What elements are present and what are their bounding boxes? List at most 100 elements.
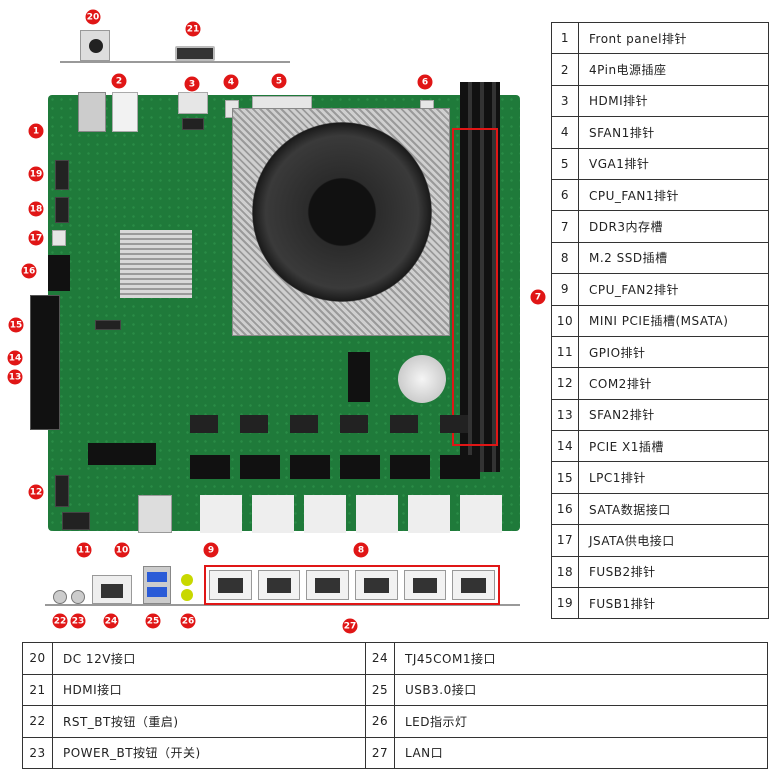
item-label: HDMI接口	[52, 673, 366, 706]
item-label: GPIO排针	[578, 335, 769, 369]
power-button	[71, 590, 85, 604]
item-number: 21	[22, 673, 53, 706]
power-connector	[112, 92, 138, 132]
item-number: 3	[551, 84, 579, 118]
item-label: USB3.0接口	[394, 673, 768, 706]
callout-marker: 15	[7, 316, 25, 334]
item-label: DDR3内存槽	[578, 210, 769, 243]
item-label: FUSB1排针	[578, 587, 769, 620]
callout-marker: 22	[51, 612, 69, 630]
item-number: 1	[551, 21, 579, 55]
item-number: 14	[551, 430, 579, 463]
item-label: RST_BT按钮（重启)	[52, 705, 366, 738]
sata-connector	[48, 255, 70, 291]
item-number: 13	[551, 398, 579, 432]
callout-marker: 18	[27, 200, 45, 218]
callout-marker: 9	[202, 541, 220, 559]
lan-transformers	[190, 455, 480, 479]
item-number: 10	[551, 304, 579, 337]
item-label: LPC1排针	[578, 461, 769, 494]
callout-marker: 3	[183, 75, 201, 93]
callout-marker: 12	[27, 483, 45, 501]
com2-header	[55, 475, 69, 507]
tj45com-port	[92, 575, 132, 604]
led-indicators	[181, 574, 195, 604]
item-number: 2	[551, 53, 579, 86]
item-label: POWER_BT按钮（开关)	[52, 736, 366, 769]
item-label: VGA1排针	[578, 147, 769, 180]
item-number: 25	[365, 673, 395, 706]
lan-ports	[204, 565, 500, 605]
item-label: 4Pin电源插座	[578, 53, 769, 86]
item-number: 8	[551, 241, 579, 275]
item-label: M.2 SSD插槽	[578, 241, 769, 275]
hdmi-port	[175, 46, 215, 61]
usb-onboard	[138, 495, 172, 533]
item-label: TJ45COM1接口	[394, 642, 768, 675]
coin-battery	[398, 355, 446, 403]
callout-marker: 8	[352, 541, 370, 559]
fusb2-header	[55, 197, 69, 223]
callout-marker: 6	[416, 73, 434, 91]
item-label: LED指示灯	[394, 705, 768, 738]
ddr3-slot	[460, 82, 500, 472]
callout-marker: 26	[179, 612, 197, 630]
callout-marker: 5	[270, 72, 288, 90]
item-number: 23	[22, 736, 53, 769]
item-number: 5	[551, 147, 579, 180]
item-label: DC 12V接口	[52, 642, 366, 675]
item-number: 4	[551, 116, 579, 149]
pcie-x1-slot	[30, 295, 60, 430]
callout-marker: 16	[20, 262, 38, 280]
dc-jack-onboard	[78, 92, 106, 132]
rst-button	[53, 590, 67, 604]
callout-marker: 19	[27, 165, 45, 183]
callout-marker: 7	[529, 288, 547, 306]
callout-marker: 24	[102, 612, 120, 630]
callout-marker: 13	[6, 368, 24, 386]
item-number: 22	[22, 705, 53, 738]
callout-marker: 4	[222, 73, 240, 91]
item-label: COM2排针	[578, 367, 769, 400]
callout-marker: 27	[341, 617, 359, 635]
item-number: 20	[22, 642, 53, 675]
callout-marker: 21	[184, 20, 202, 38]
item-number: 27	[365, 736, 395, 769]
item-number: 17	[551, 524, 579, 557]
callout-marker: 2	[110, 72, 128, 90]
small-heatsink	[120, 230, 192, 298]
item-label: SATA数据接口	[578, 492, 769, 526]
item-label: LAN口	[394, 736, 768, 769]
item-number: 9	[551, 273, 579, 306]
item-label: Front panel排针	[578, 21, 769, 55]
item-label: FUSB2排针	[578, 555, 769, 589]
fusb1-header	[55, 160, 69, 190]
hdmi-onboard	[178, 92, 208, 114]
item-number: 12	[551, 367, 579, 400]
dc-jack	[80, 30, 110, 61]
item-label: JSATA供电接口	[578, 524, 769, 557]
item-label: CPU_FAN1排针	[578, 178, 769, 212]
callout-marker: 11	[75, 541, 93, 559]
usb3-ports	[143, 566, 171, 604]
item-number: 19	[551, 587, 579, 620]
